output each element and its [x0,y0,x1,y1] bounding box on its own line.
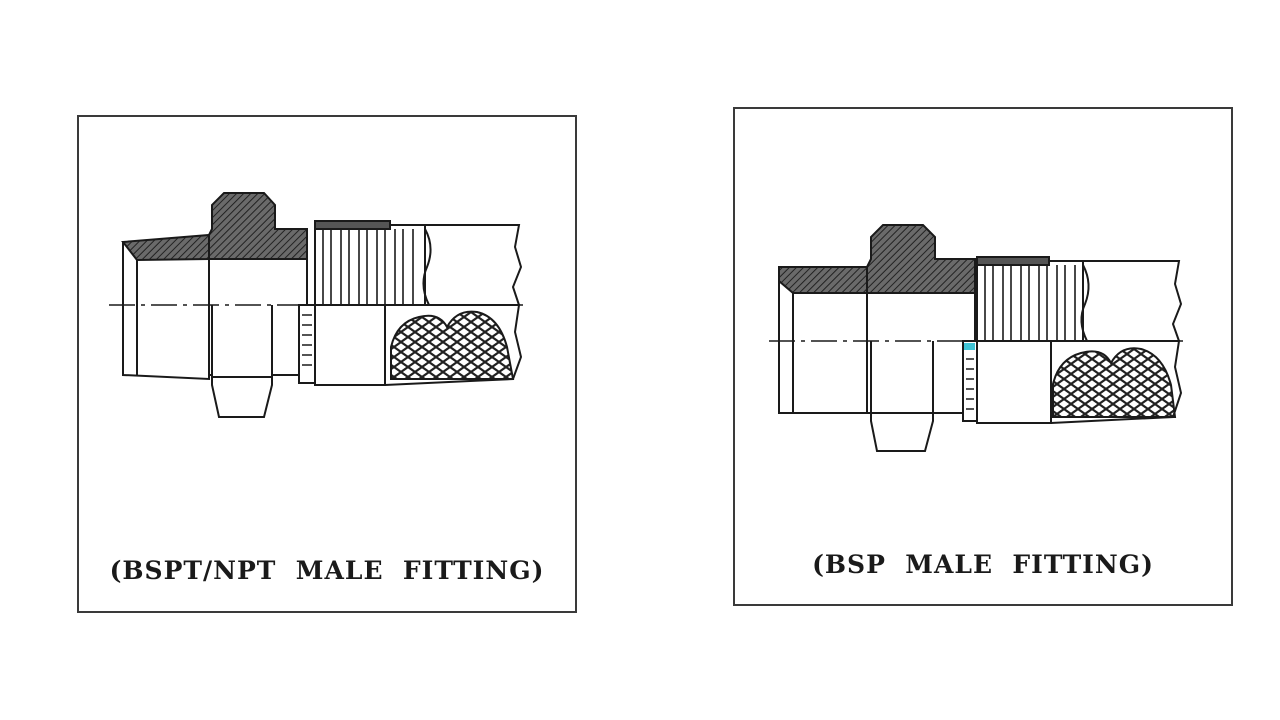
diagram-panel-bspt-npt: (BSPT/NPT MALE FITTING) [77,115,577,613]
bspt-npt-fitting-drawing: (BSPT/NPT MALE FITTING) [109,192,545,585]
braided-hose [1052,347,1177,418]
bsp-fitting-drawing: (BSP MALE FITTING) [769,224,1183,579]
ferrule [298,304,316,384]
caption: (BSPT/NPT MALE FITTING) [110,556,545,585]
hex-flange-section [866,224,976,294]
accent-mark [964,343,975,350]
hex-nut [211,305,273,418]
socket-collar [976,340,1052,424]
male-thread-hatch [121,233,210,262]
hex-nut [870,341,934,452]
male-thread-hatch [778,266,868,294]
caption: (BSP MALE FITTING) [812,550,1154,579]
diagram-panel-bsp: (BSP MALE FITTING) [733,107,1233,606]
braided-hose [390,310,515,380]
socket-collar [314,304,386,386]
corrugated-hose [314,224,426,306]
hex-flange-section [208,192,308,260]
